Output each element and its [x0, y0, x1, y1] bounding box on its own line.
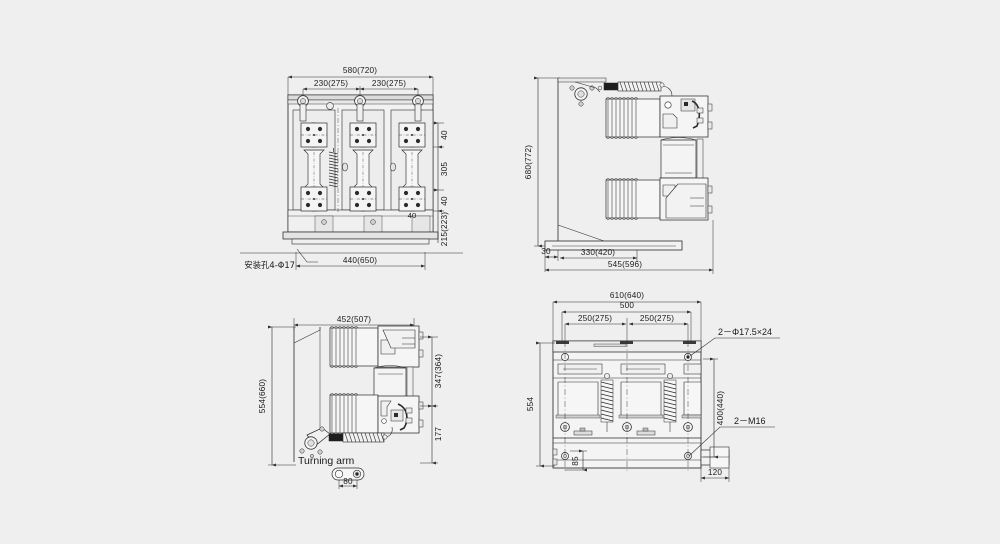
front-top-terminals [297, 95, 424, 122]
dim-tp-overall-width: 610(640) [552, 291, 702, 342]
dim-label-overall-depth: 545(596) [608, 260, 642, 269]
annotation-thread-spec-label: 2－M16 [734, 416, 766, 426]
dim-label-top-gap: 40 [440, 130, 449, 140]
dim-label-pole-right: 230(275) [372, 79, 406, 88]
bl-mast [293, 327, 321, 462]
side-spring-assembly [603, 81, 673, 97]
annotation-thread-spec: 2－M16 [688, 416, 775, 457]
dim-label-tp-pole-right: 250(275) [640, 314, 674, 323]
dim-label-tp-pole-left: 250(275) [578, 314, 612, 323]
bl-lower-insulator [329, 393, 379, 435]
dim-label-detail-40: 40 [408, 211, 417, 220]
annotation-mounting-hole: 安装孔4-Φ17 [244, 248, 318, 270]
bl-upper-insulator [329, 326, 379, 368]
dim-label-tp-bottom-offset: 85 [571, 456, 580, 466]
bl-mechanism-lower [377, 395, 424, 434]
dim-label-pole-left: 230(275) [314, 79, 348, 88]
tp-springs [600, 373, 677, 432]
dim-side-bottom: 30 330(420) 545(596) [541, 220, 714, 274]
dim-tp-overall-height: 554 [526, 341, 555, 468]
dim-label-mid-height: 305 [440, 162, 449, 177]
dim-overall-width: 580(720) [287, 66, 434, 95]
dim-label-base-offset: 30 [541, 247, 551, 256]
dim-label-tp-overall-height: 554 [526, 397, 535, 412]
dim-bl-overall-height: 554(660) [258, 325, 296, 467]
front-upper-contacts [300, 122, 426, 148]
side-center-body [660, 137, 704, 180]
dim-label-bl-overall-width: 452(507) [337, 315, 371, 324]
dim-tp-bottom-offset: 85 [565, 449, 587, 472]
side-lower-insulator [605, 178, 661, 220]
dim-label-tp-inner-height: 400(440) [716, 391, 725, 425]
bl-detail-arm: 80 [331, 467, 365, 489]
front-insulators [303, 149, 423, 189]
dim-overall-height: 680(772) [524, 76, 560, 248]
dim-vertical-chain: 40 305 40 215(223) [433, 121, 449, 246]
dim-label-base-width: 440(650) [343, 256, 377, 265]
side-upper-insulator [605, 97, 661, 139]
dim-bl-vertical-chain: 347(364) 177 [420, 335, 443, 465]
dim-label-bl-upper-height: 347(364) [434, 354, 443, 388]
side-mast [557, 77, 607, 241]
view-front: 580(720) 230(275) 230(275) [240, 66, 463, 270]
dim-label-bl-overall-height: 554(660) [258, 379, 267, 413]
dim-tp-flange-width: 120 [700, 466, 730, 482]
bl-mechanism-upper [377, 325, 424, 368]
dim-label-overall-height: 680(772) [524, 145, 533, 179]
side-mechanism-lower [659, 177, 713, 221]
view-top-plan: 610(640) 500 250(275) 250(275) [526, 291, 780, 482]
dim-base-width: 440(650) [240, 252, 463, 270]
dim-label-base-length: 330(420) [581, 248, 615, 257]
tp-centerlines [564, 341, 689, 472]
dim-label-overall-width: 580(720) [343, 66, 377, 75]
side-mechanism-upper [659, 95, 713, 138]
dim-label-tp-flange-width: 120 [708, 468, 723, 477]
dim-label-tp-inner-width: 500 [620, 301, 635, 310]
dim-tp-inner-width: 500 [561, 301, 692, 344]
front-vents [342, 162, 396, 172]
tp-side-flange [700, 446, 730, 469]
annotation-mounting-hole-label: 安装孔4-Φ17 [244, 260, 295, 270]
annotation-hole-spec-label: 2－Φ17.5×24 [718, 327, 772, 337]
front-lower-contacts [300, 186, 426, 212]
dim-label-bl-detail-width: 80 [343, 477, 353, 486]
side-gusset [557, 224, 605, 242]
dim-label-bl-lower-height: 177 [434, 427, 443, 442]
dim-label-tp-overall-width: 610(640) [610, 291, 644, 300]
annotation-hole-spec: 2－Φ17.5×24 [689, 327, 780, 357]
dim-pole-spacing: 230(275) 230(275) [302, 79, 419, 100]
bl-turning-arm [299, 426, 393, 458]
view-side-right: 680(772) [524, 76, 714, 274]
label-turning-arm: Turning arm [298, 455, 354, 467]
view-side-left: 452(507) 554(660) [258, 315, 443, 489]
dim-label-lower-gap: 40 [440, 196, 449, 206]
side-base-plate [544, 240, 683, 251]
dim-tp-inner-height: 400(440) [703, 357, 725, 459]
front-spring [328, 148, 339, 188]
dim-label-base-height: 215(223) [440, 212, 449, 246]
